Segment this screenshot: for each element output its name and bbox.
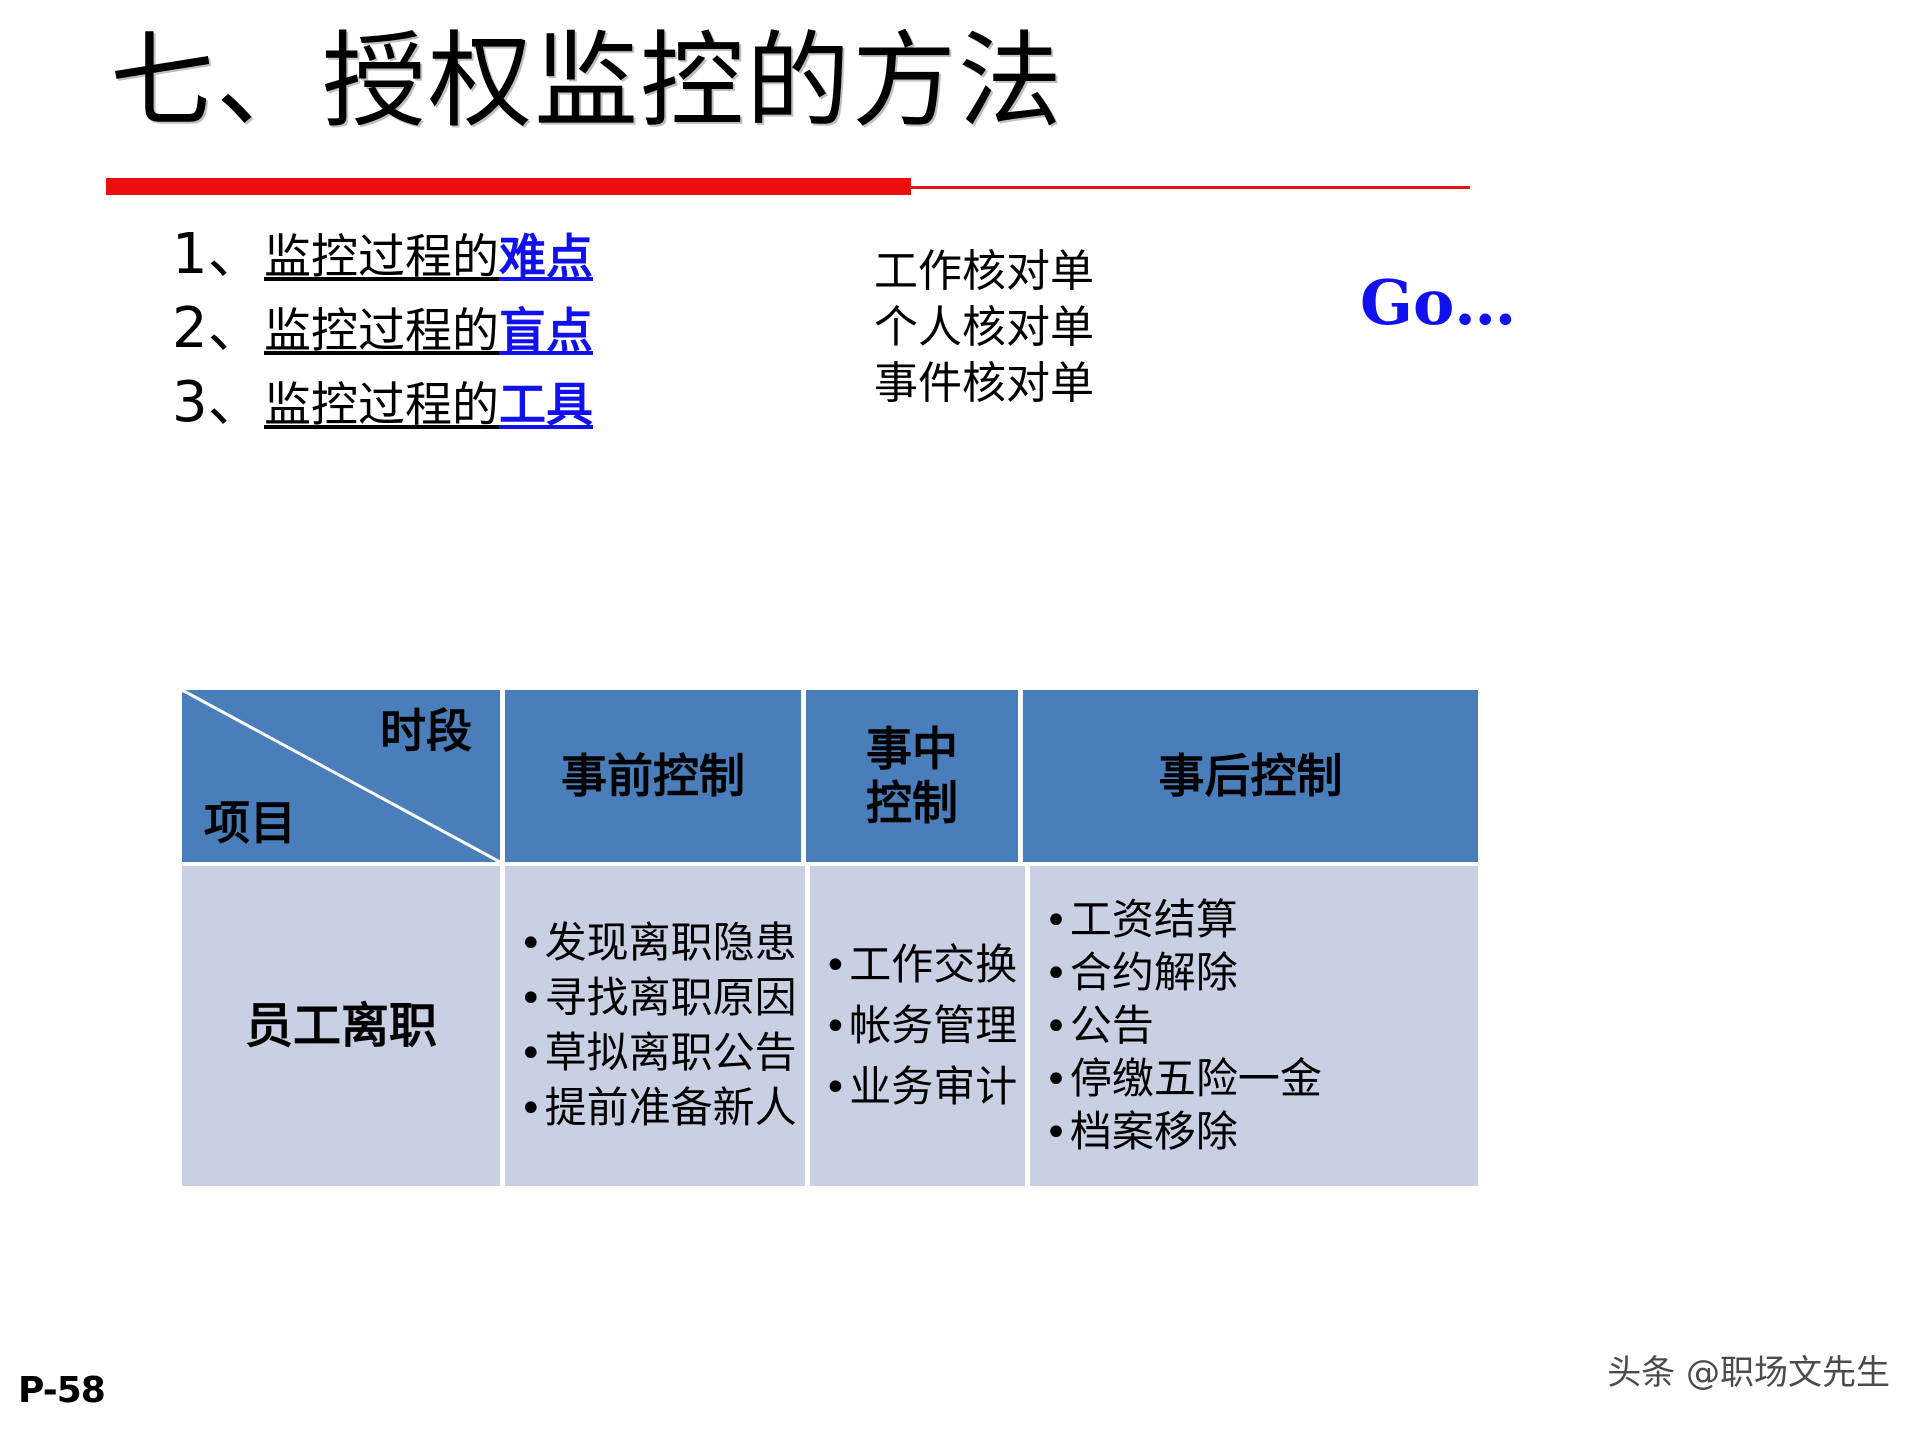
cell-pre-control: 发现离职隐患 寻找离职原因 草拟离职公告 提前准备新人 (505, 866, 805, 1186)
corner-bottom-label: 项目 (204, 796, 296, 850)
list-item-highlight: 工具 (499, 378, 593, 433)
bullet-item: 帐务管理 (824, 996, 1017, 1057)
checklist-block: 工作核对单 个人核对单 事件核对单 (874, 244, 1094, 412)
cell-post-control: 工资结算 合约解除 公告 停缴五险一金 档案移除 (1030, 866, 1478, 1186)
table-header-mid-control: 事中 控制 (806, 690, 1018, 862)
table-header-post-control: 事后控制 (1023, 690, 1478, 862)
page-title: 七、授权监控的方法 (110, 20, 1065, 142)
column-divider (500, 866, 505, 1186)
bullet-item: 公告 (1044, 1000, 1470, 1053)
bullet-item: 草拟离职公告 (519, 1026, 797, 1081)
go-label: Go… (1360, 266, 1517, 339)
checklist-item: 个人核对单 (874, 302, 1094, 353)
column-divider (804, 866, 810, 1186)
list-item-number: 3、 (172, 370, 264, 435)
control-matrix-table: 时段 项目 事前控制 事中 控制 事后控制 员工离职 发现离职隐患 寻找离职原因… (182, 690, 1478, 1186)
list-item-number: 1、 (172, 222, 264, 287)
diagonal-divider-icon (182, 690, 500, 862)
table-header-row: 时段 项目 事前控制 事中 控制 事后控制 (182, 690, 1478, 862)
table-row: 员工离职 发现离职隐患 寻找离职原因 草拟离职公告 提前准备新人 工作交换 帐务… (182, 866, 1478, 1186)
bullet-item: 合约解除 (1044, 947, 1470, 1000)
watermark: 头条 @职场文先生 (1607, 1353, 1890, 1393)
bullet-item: 工作交换 (824, 935, 1017, 996)
title-rule-thick (106, 178, 911, 195)
bullet-item: 发现离职隐患 (519, 916, 797, 971)
checklist-item: 工作核对单 (874, 246, 1094, 297)
list-item-text: 监控过程的 (264, 378, 499, 433)
bullet-item: 业务审计 (824, 1057, 1017, 1118)
bullet-item: 寻找离职原因 (519, 971, 797, 1026)
list-item-highlight: 难点 (499, 230, 593, 285)
table-corner-cell: 时段 项目 (182, 690, 500, 862)
list-item-number: 2、 (172, 296, 264, 361)
column-divider (500, 690, 505, 862)
list-item-text: 监控过程的 (264, 304, 499, 359)
list-item: 3、 监控过程的工具 (172, 366, 593, 440)
bullet-item: 工资结算 (1044, 894, 1470, 947)
cell-mid-control: 工作交换 帐务管理 业务审计 (809, 866, 1026, 1186)
bullet-item: 提前准备新人 (519, 1081, 797, 1136)
list-item-text: 监控过程的 (264, 230, 499, 285)
row-label-employee-exit: 员工离职 (182, 866, 500, 1186)
column-divider (1018, 690, 1023, 862)
list-item: 2、 监控过程的盲点 (172, 292, 593, 366)
checklist-item: 事件核对单 (874, 358, 1094, 409)
corner-top-label: 时段 (380, 704, 472, 758)
bullet-item: 档案移除 (1044, 1106, 1470, 1159)
bullet-item: 停缴五险一金 (1044, 1053, 1470, 1106)
table-header-pre-control: 事前控制 (505, 690, 801, 862)
go-link[interactable]: Go… (1358, 272, 1516, 334)
list-item: 1、 监控过程的难点 (172, 218, 593, 292)
column-divider (1025, 866, 1031, 1186)
page-number: P-58 (18, 1370, 106, 1411)
list-item-highlight: 盲点 (499, 304, 593, 359)
topic-list: 1、 监控过程的难点 2、 监控过程的盲点 3、 监控过程的工具 (172, 218, 593, 440)
column-divider (801, 690, 806, 862)
